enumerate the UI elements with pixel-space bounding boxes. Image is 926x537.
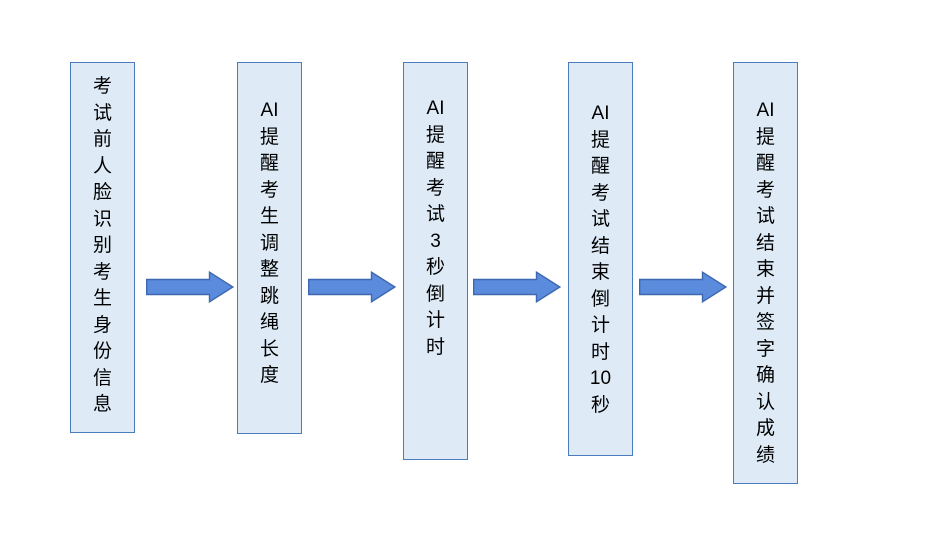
flow-step-5-text-line: 试 xyxy=(755,206,775,227)
flow-arrow-3-icon xyxy=(473,271,561,303)
flow-arrow-1-icon xyxy=(146,271,234,303)
flow-step-1-text-line: 考 xyxy=(92,261,112,283)
flow-step-4-text-line: 10 xyxy=(589,368,612,389)
flow-step-2-text-line: 调 xyxy=(259,232,279,254)
flow-step-2: AI 提醒考生调整跳绳长度 xyxy=(237,62,302,434)
flow-step-4-text-line: 秒 xyxy=(590,394,610,416)
flow-step-5-text-line: 醒 xyxy=(755,153,775,174)
flow-step-3-text-line: 考 xyxy=(425,177,445,199)
flow-step-5-text-line: 签 xyxy=(755,312,775,333)
flow-step-5-text-line: 确 xyxy=(755,365,775,386)
flow-step-4-text-line: 提 xyxy=(590,129,610,151)
flow-step-1-text-line: 人 xyxy=(92,155,112,177)
flow-step-3-text-line: 试 xyxy=(425,204,445,225)
flow-step-4-text-line: 时 xyxy=(590,341,610,363)
flow-step-5-text-line: 字 xyxy=(755,338,775,360)
flow-step-5-text-line: 认 xyxy=(755,391,775,413)
flow-step-1-text-line: 信 xyxy=(92,367,112,389)
flow-step-2-text-line: 度 xyxy=(259,365,279,386)
flow-step-4-text-line: 计 xyxy=(590,315,610,336)
flow-step-1-text-line: 息 xyxy=(92,394,112,415)
flow-step-4-text-line: 束 xyxy=(590,262,610,283)
flow-step-3-text-line: 秒 xyxy=(425,257,445,278)
flow-step-2-text-line: 提 xyxy=(259,126,279,148)
flow-step-2-text-line: AI xyxy=(260,100,279,121)
flow-arrow-4-icon xyxy=(639,271,727,303)
flow-step-5-text-line: 结 xyxy=(755,232,775,254)
flow-step-2-text-line: 绳 xyxy=(259,312,279,333)
flow-step-2-text-line: 长 xyxy=(259,338,279,360)
flow-step-3-text-line: AI xyxy=(426,98,445,119)
flow-step-5: AI 提醒考试结束并签字确认成绩 xyxy=(733,62,798,484)
flow-step-2-text-line: 生 xyxy=(259,206,279,227)
flow-step-2-text-line: 整 xyxy=(259,259,279,280)
flow-step-1-text-line: 份 xyxy=(92,341,112,362)
flow-step-2-text-line: 考 xyxy=(259,179,279,201)
flow-step-4-text-line: 醒 xyxy=(590,156,610,177)
flow-arrow-2-icon xyxy=(308,271,396,303)
flow-step-5-text-line: 成 xyxy=(755,418,775,439)
flow-step-1-text-line: 考 xyxy=(92,76,112,97)
flow-step-1-text-line: 脸 xyxy=(92,182,112,203)
flow-step-1-text-line: 身 xyxy=(92,314,112,336)
flow-step-5-text-line: 并 xyxy=(755,285,775,307)
flow-step-1-text-line: 试 xyxy=(92,102,112,124)
flow-step-3-text-line: 提 xyxy=(425,124,445,146)
flow-step-5-text-line: 考 xyxy=(755,179,775,201)
flow-step-1-text-line: 生 xyxy=(92,288,112,309)
flow-step-5-text-line: 束 xyxy=(755,259,775,280)
flow-step-3-text-line: 倒 xyxy=(425,283,445,305)
flow-step-5-text-line: AI xyxy=(756,100,775,121)
flow-step-4-text-line: AI xyxy=(591,103,610,124)
flow-step-2-text-line: 跳 xyxy=(259,285,279,307)
flow-step-3-text-line: 醒 xyxy=(425,151,445,172)
flow-step-1: 考试前人脸识别考生身份信息 xyxy=(70,62,135,433)
flow-step-2-text-line: 醒 xyxy=(259,153,279,174)
flow-step-3-text-line: 3 xyxy=(430,230,441,252)
flow-step-1-text-line: 识 xyxy=(92,208,112,230)
flow-step-5-text-line: 提 xyxy=(755,126,775,148)
flow-step-3: AI 提醒考试 3 秒倒计时 xyxy=(403,62,468,460)
flow-step-4-text-line: 倒 xyxy=(590,288,610,310)
flow-step-3-text-line: 时 xyxy=(425,336,445,358)
flow-step-4-text-line: 结 xyxy=(590,235,610,257)
flow-step-4-text-line: 试 xyxy=(590,209,610,230)
flow-step-5-text-line: 绩 xyxy=(755,444,775,466)
flow-step-1-text-line: 别 xyxy=(92,235,112,256)
flow-step-3-text-line: 计 xyxy=(425,310,445,331)
flow-step-4-text-line: 考 xyxy=(590,182,610,204)
flow-step-1-text-line: 前 xyxy=(92,129,112,150)
flow-step-4: AI 提醒考试结束倒计时 10 秒 xyxy=(568,62,633,456)
